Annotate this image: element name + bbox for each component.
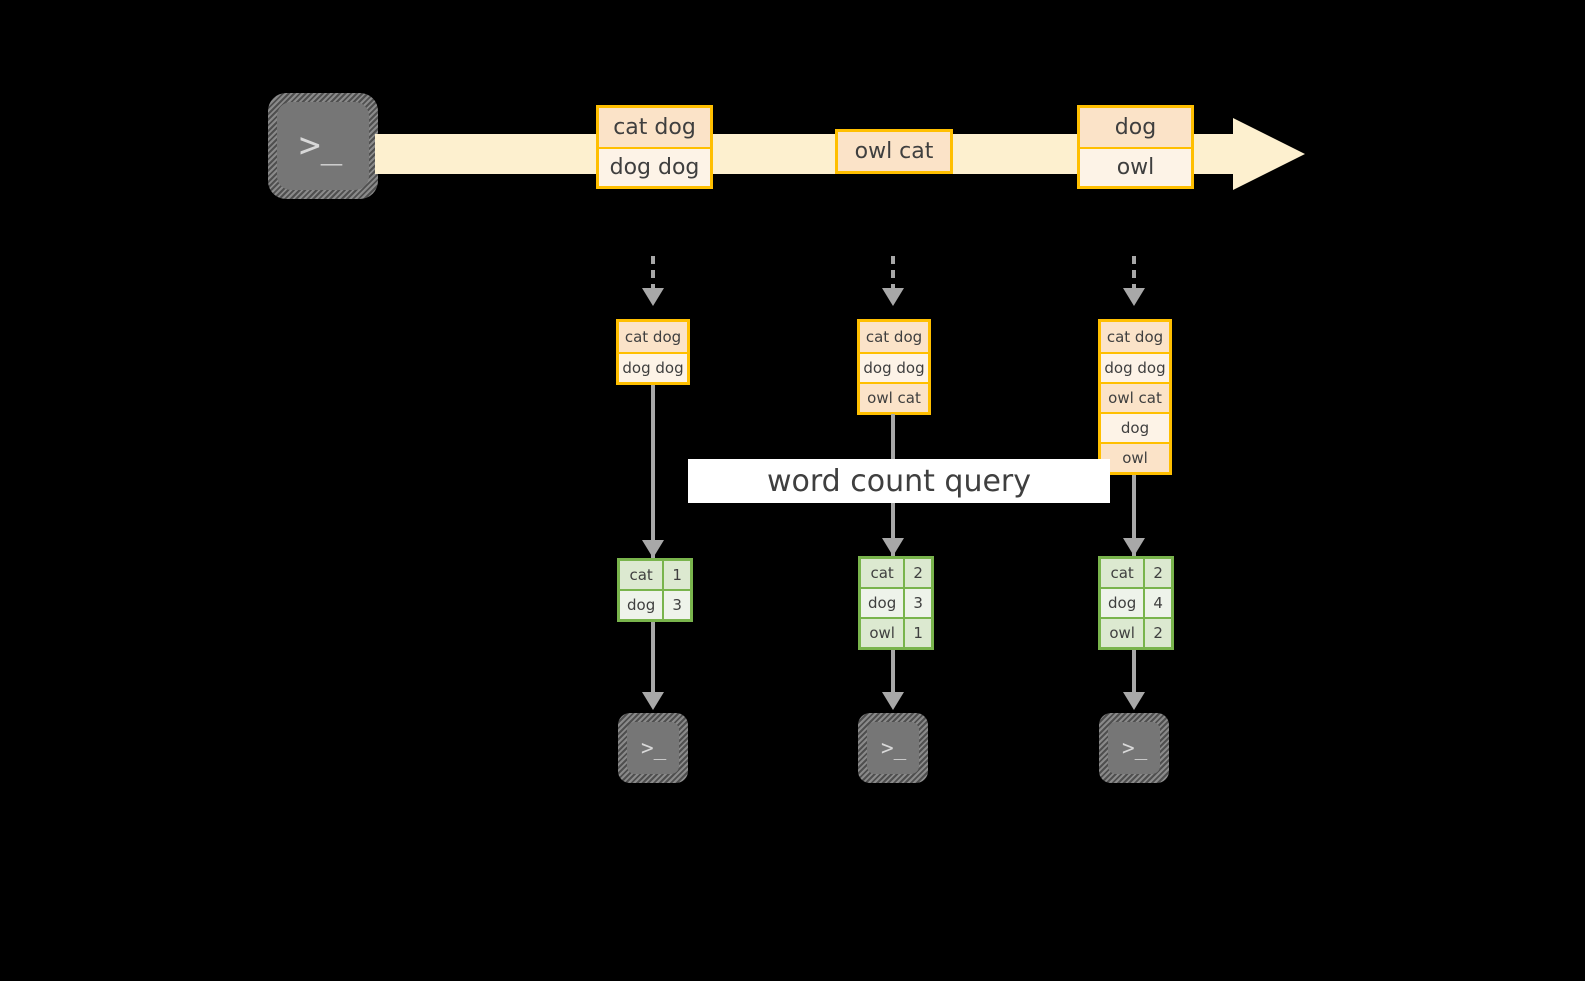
result-to-sink-connector [651, 622, 655, 692]
batch-to-result-arrowhead [882, 538, 904, 556]
result-word: dog [620, 591, 663, 619]
result-count: 4 [1143, 589, 1171, 617]
terminal-prompt-glyph: >_ [641, 736, 667, 760]
batch-input-table: cat dog dog dog owl cat dog owl [1098, 319, 1172, 475]
result-word: owl [861, 619, 904, 647]
result-to-sink-arrowhead [882, 692, 904, 710]
terminal-prompt-glyph: >_ [881, 736, 907, 760]
table-row: dog 3 [861, 587, 931, 617]
batch-input-line: cat dog [619, 322, 687, 352]
table-row: cat 1 [620, 561, 690, 589]
batch-input-table: cat dog dog dog owl cat [857, 319, 931, 415]
record-line: dog dog [599, 147, 710, 186]
query-label: word count query [688, 459, 1110, 503]
result-count: 2 [1143, 619, 1171, 647]
stream-to-batch-connector [651, 256, 655, 292]
result-count: 2 [903, 559, 931, 587]
result-word: cat [1101, 559, 1144, 587]
stream-to-batch-connector [891, 256, 895, 292]
stream-record: cat dog dog dog [596, 105, 713, 189]
batch-input-line: cat dog [860, 322, 928, 352]
stream-to-batch-arrowhead [642, 288, 664, 306]
table-row: cat 2 [861, 559, 931, 587]
result-count: 1 [903, 619, 931, 647]
source-terminal-icon: >_ [268, 93, 378, 199]
batch-to-result-arrowhead [642, 540, 664, 558]
result-word: cat [861, 559, 904, 587]
stream-record: dog owl [1077, 105, 1194, 189]
batch-to-result-arrowhead [1123, 538, 1145, 556]
result-table: cat 2 dog 4 owl 2 [1098, 556, 1174, 650]
stream-arrow-head [1233, 118, 1305, 190]
batch-input-line: dog dog [860, 352, 928, 382]
result-word: dog [861, 589, 904, 617]
batch-input-line: owl cat [1101, 382, 1169, 412]
sink-terminal-icon: >_ [618, 713, 688, 783]
terminal-screen: >_ [277, 102, 369, 190]
batch-input-line: dog dog [1101, 352, 1169, 382]
stream-to-batch-arrowhead [882, 288, 904, 306]
batch-input-line: cat dog [1101, 322, 1169, 352]
batch-input-line: dog [1101, 412, 1169, 442]
result-to-sink-connector [891, 650, 895, 692]
result-to-sink-arrowhead [642, 692, 664, 710]
table-row: cat 2 [1101, 559, 1171, 587]
stream-record: owl cat [835, 129, 953, 174]
record-line: owl [1080, 147, 1191, 186]
result-table: cat 2 dog 3 owl 1 [858, 556, 934, 650]
result-table: cat 1 dog 3 [617, 558, 693, 622]
result-word: cat [620, 561, 663, 589]
result-to-sink-arrowhead [1123, 692, 1145, 710]
result-count: 1 [662, 561, 690, 589]
stream-to-batch-arrowhead [1123, 288, 1145, 306]
table-row: owl 1 [861, 617, 931, 647]
record-line: owl cat [838, 132, 950, 171]
batch-to-result-connector [1132, 475, 1136, 568]
result-count: 3 [903, 589, 931, 617]
terminal-prompt-glyph: >_ [299, 125, 343, 166]
sink-terminal-icon: >_ [1099, 713, 1169, 783]
batch-to-result-connector [651, 385, 655, 570]
table-row: owl 2 [1101, 617, 1171, 647]
result-count: 2 [1143, 559, 1171, 587]
terminal-screen: >_ [627, 722, 679, 774]
terminal-prompt-glyph: >_ [1122, 736, 1148, 760]
batch-input-table: cat dog dog dog [616, 319, 690, 385]
terminal-screen: >_ [867, 722, 919, 774]
batch-input-line: owl cat [860, 382, 928, 412]
sink-terminal-icon: >_ [858, 713, 928, 783]
stream-to-batch-connector [1132, 256, 1136, 292]
table-row: dog 4 [1101, 587, 1171, 617]
table-row: dog 3 [620, 589, 690, 619]
result-to-sink-connector [1132, 650, 1136, 692]
record-line: dog [1080, 108, 1191, 147]
batch-input-line: owl [1101, 442, 1169, 472]
result-word: dog [1101, 589, 1144, 617]
terminal-screen: >_ [1108, 722, 1160, 774]
record-line: cat dog [599, 108, 710, 147]
result-count: 3 [662, 591, 690, 619]
batch-input-line: dog dog [619, 352, 687, 382]
result-word: owl [1101, 619, 1144, 647]
